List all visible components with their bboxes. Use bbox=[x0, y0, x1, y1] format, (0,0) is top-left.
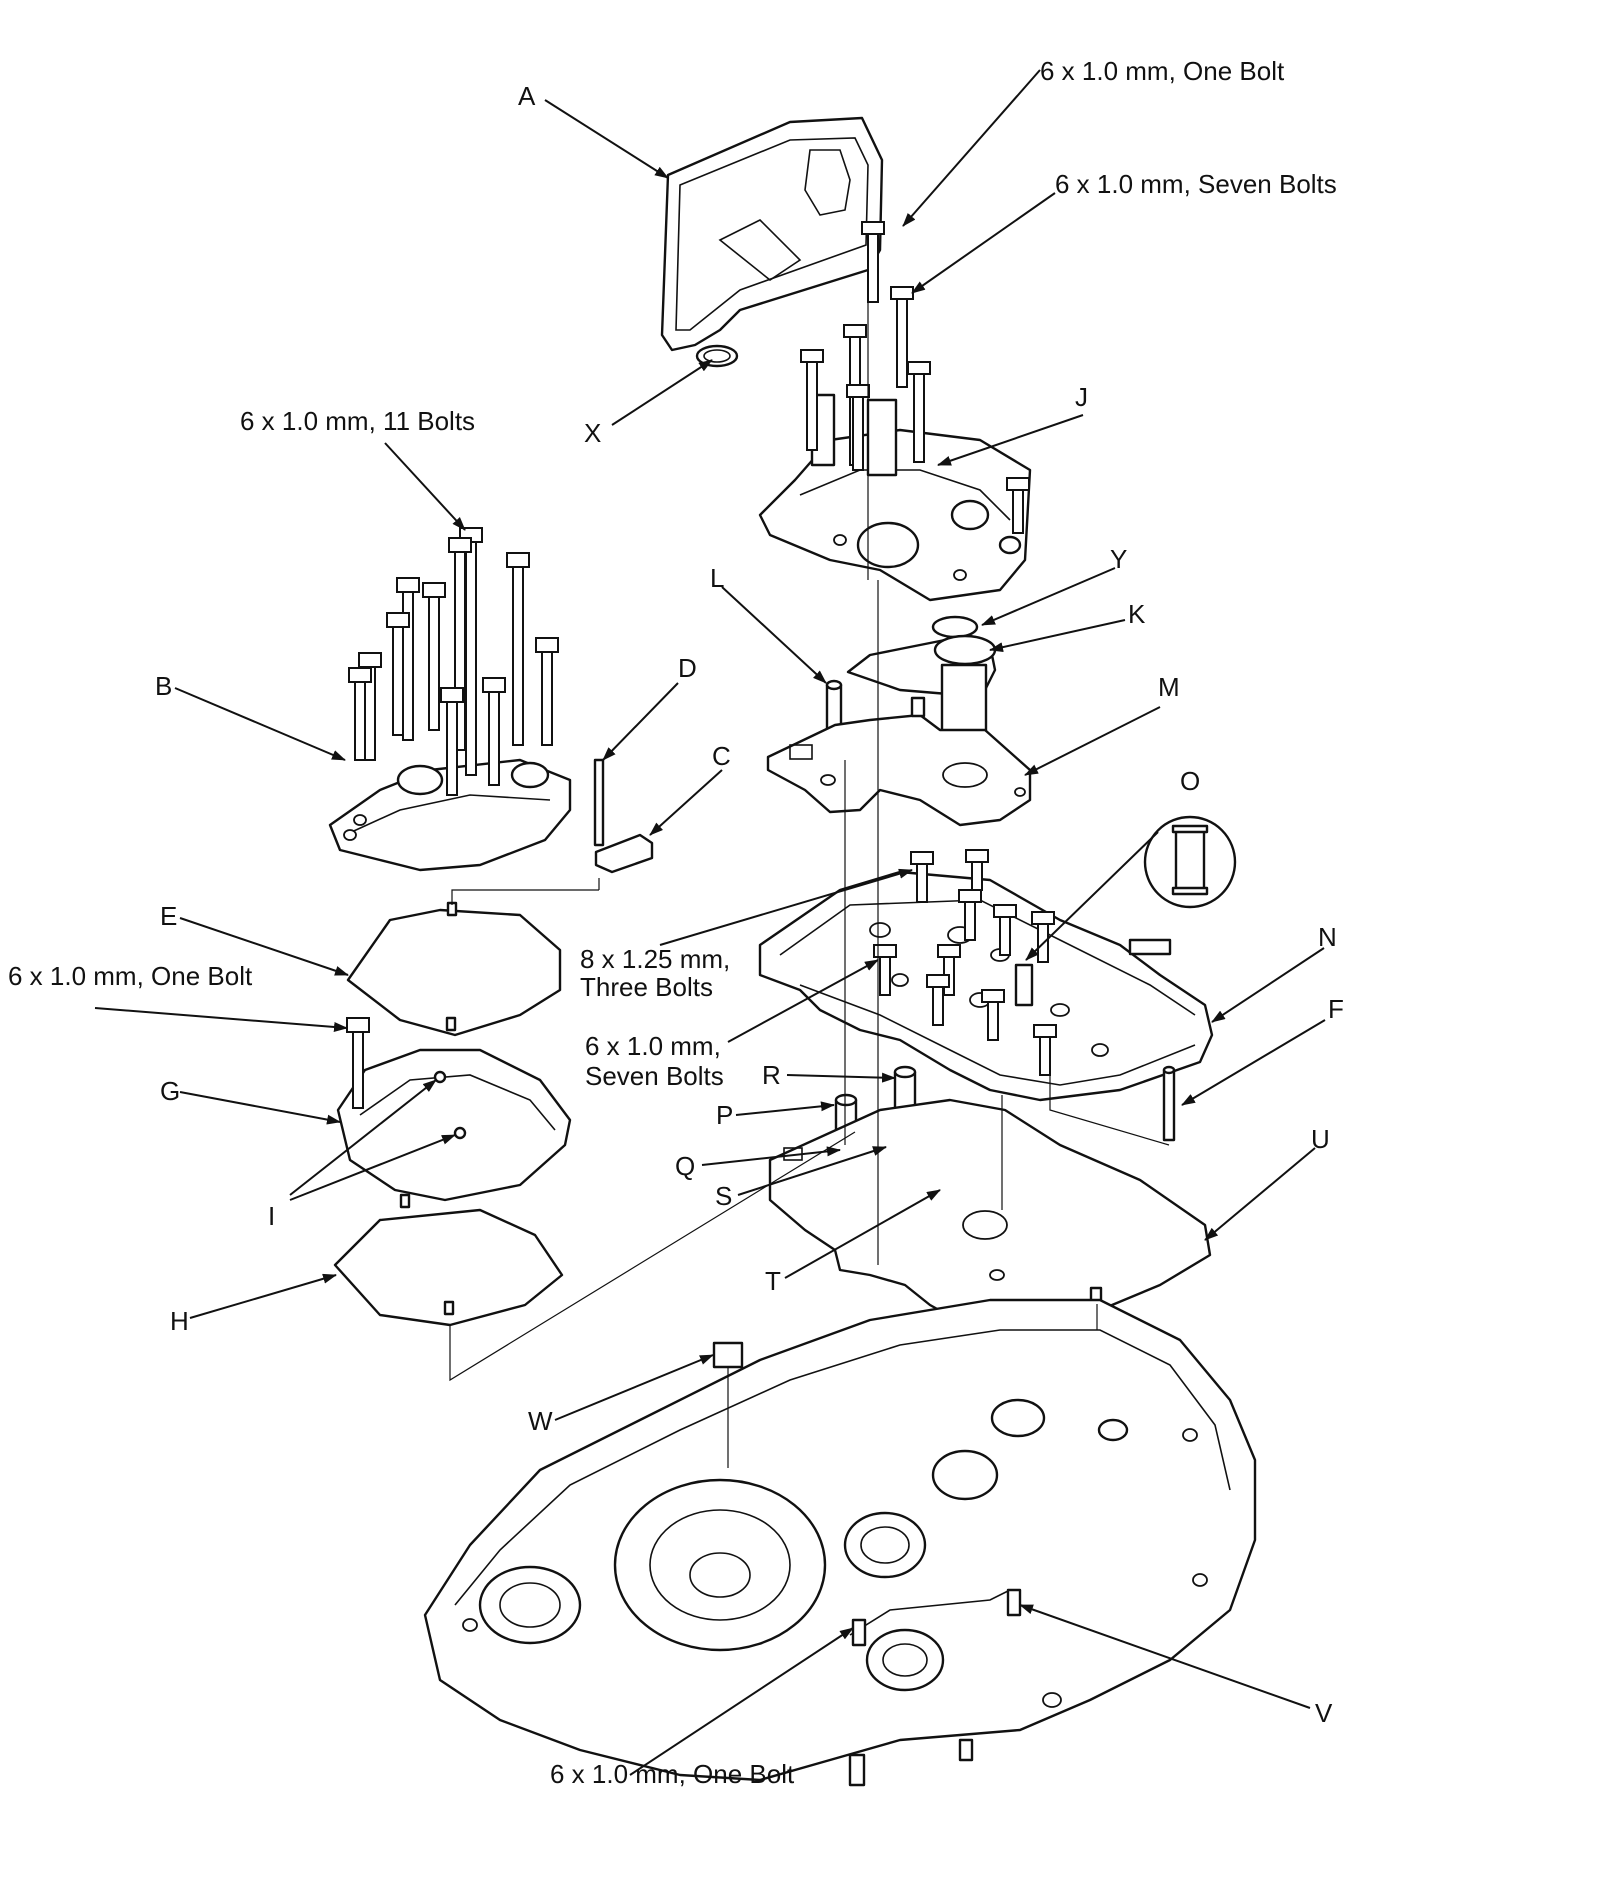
label-q: Q bbox=[675, 1151, 695, 1181]
part-f-pin bbox=[1162, 1065, 1176, 1142]
label-l: L bbox=[710, 563, 724, 593]
callout-bottom-one-bolt: 6 x 1.0 mm, One Bolt bbox=[550, 1759, 795, 1789]
callout-top-one-bolt: 6 x 1.0 mm, One Bolt bbox=[1040, 56, 1285, 86]
part-w-screen bbox=[712, 1341, 744, 1369]
part-j-bolts bbox=[800, 221, 1030, 534]
leader-lines bbox=[94, 69, 1326, 1776]
part-y-seal bbox=[931, 615, 979, 639]
part-j-valve-body bbox=[758, 393, 1032, 602]
label-j: J bbox=[1075, 382, 1088, 412]
part-h-gasket bbox=[333, 1193, 564, 1327]
label-u: U bbox=[1311, 1124, 1330, 1154]
callout-left-one-bolt: 6 x 1.0 mm, One Bolt bbox=[8, 961, 253, 991]
label-c: C bbox=[712, 741, 731, 771]
callout-mid-seven-bolts-line2: Seven Bolts bbox=[585, 1061, 724, 1091]
part-labels: A X J Y K L M O N F U R P Q S T B D C E … bbox=[155, 81, 1344, 1728]
label-h: H bbox=[170, 1306, 189, 1336]
label-v: V bbox=[1315, 1698, 1333, 1728]
callout-eleven-bolts: 6 x 1.0 mm, 11 Bolts bbox=[240, 406, 475, 436]
part-u-plate bbox=[768, 1098, 1212, 1332]
label-p: P bbox=[716, 1100, 733, 1130]
part-c-clip bbox=[594, 833, 654, 874]
label-s: S bbox=[715, 1181, 732, 1211]
label-x: X bbox=[584, 418, 601, 448]
part-a-cover bbox=[660, 116, 884, 368]
transmission-case bbox=[423, 1298, 1257, 1787]
part-b-bolts bbox=[348, 527, 559, 796]
label-e: E bbox=[160, 901, 177, 931]
label-a: A bbox=[518, 81, 536, 111]
bolt-callouts: 6 x 1.0 mm, One Bolt 6 x 1.0 mm, Seven B… bbox=[8, 56, 1337, 1789]
label-o: O bbox=[1180, 766, 1200, 796]
callout-three-bolts-line1: 8 x 1.25 mm, bbox=[580, 944, 730, 974]
label-k: K bbox=[1128, 599, 1146, 629]
part-g-body bbox=[336, 1017, 572, 1202]
callout-mid-seven-bolts-line1: 6 x 1.0 mm, bbox=[585, 1031, 721, 1061]
label-w: W bbox=[528, 1406, 553, 1436]
label-t: T bbox=[765, 1266, 781, 1296]
label-m: M bbox=[1158, 672, 1180, 702]
label-f: F bbox=[1328, 994, 1344, 1024]
part-o-detail bbox=[1143, 815, 1237, 909]
part-k-shaft bbox=[846, 634, 997, 761]
label-g: G bbox=[160, 1076, 180, 1106]
label-y: Y bbox=[1110, 544, 1127, 574]
callout-three-bolts-line2: Three Bolts bbox=[580, 972, 713, 1002]
part-n-valve-body bbox=[758, 870, 1214, 1102]
part-n-bolts bbox=[873, 849, 1057, 1076]
part-d-pin bbox=[593, 758, 605, 847]
label-d: D bbox=[678, 653, 697, 683]
label-n: N bbox=[1318, 922, 1337, 952]
label-i: I bbox=[268, 1201, 275, 1231]
callout-top-seven-bolts: 6 x 1.0 mm, Seven Bolts bbox=[1055, 169, 1337, 199]
label-r: R bbox=[762, 1060, 781, 1090]
label-b: B bbox=[155, 671, 172, 701]
part-m-plate bbox=[766, 696, 1032, 827]
part-e-gasket bbox=[346, 901, 562, 1037]
part-b-solenoid-body bbox=[328, 758, 572, 872]
